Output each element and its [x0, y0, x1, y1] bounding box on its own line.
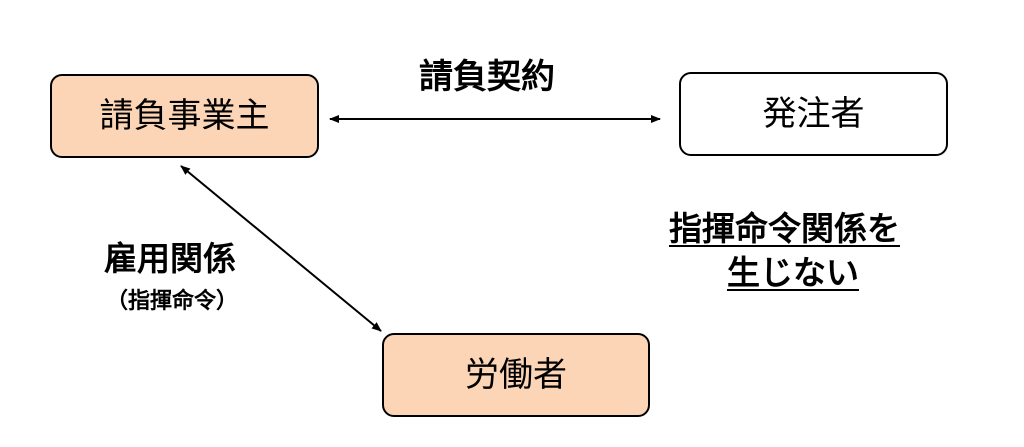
contractor-box: 請負事業主: [50, 74, 319, 158]
contractor-label: 請負事業主: [99, 96, 270, 136]
orderer-label: 発注者: [762, 94, 865, 134]
employment-relation-sublabel: （指揮命令）: [106, 289, 239, 314]
worker-label: 労働者: [465, 355, 567, 395]
worker-box: 労働者: [382, 333, 650, 417]
employment-arrow: [180, 165, 382, 332]
contract-relation-label: 請負契約: [419, 57, 555, 97]
note-line-1: 指揮命令関係を: [669, 209, 900, 248]
employment-relation-label: 雇用関係: [104, 239, 236, 278]
note-line-2: 生じない: [727, 253, 859, 292]
orderer-box: 発注者: [679, 72, 948, 156]
